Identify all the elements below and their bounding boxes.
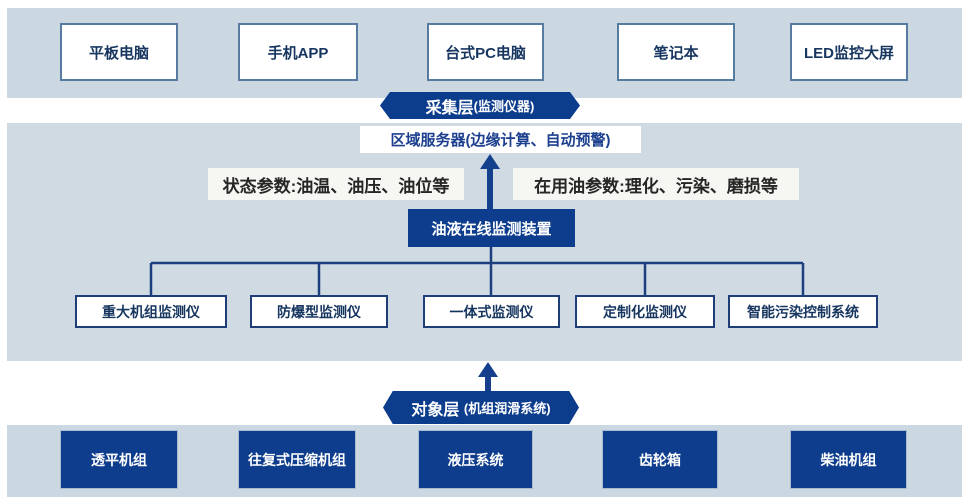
object-layer-badge: 对象层 (机组润滑系统) [383,391,579,424]
object-layer-badge-subtitle: (机组润滑系统) [463,401,551,416]
instrument-integrated-monitor: 一体式监测仪 [423,295,560,328]
instrument-major-unit-monitor: 重大机组监测仪 [75,295,227,328]
regional-server-label: 区域服务器(边缘计算、自动预警) [360,126,641,153]
instrument-pollution-control-system: 智能污染控制系统 [728,295,878,328]
object-gearbox: 齿轮箱 [602,430,718,489]
object-layer-badge-title: 对象层 [411,401,460,419]
up-arrow-icon [480,154,500,169]
terminal-led-screen: LED监控大屏 [790,23,908,81]
status-parameters-label: 状态参数:油温、油压、油位等 [208,168,464,200]
object-up-arrow-shaft [485,375,491,392]
terminal-mobile-app: 手机APP [238,23,358,81]
object-up-arrow-icon [478,362,498,377]
object-diesel-unit: 柴油机组 [790,430,907,489]
instrument-customized-monitor: 定制化监测仪 [575,295,715,328]
instrument-explosion-proof-monitor: 防爆型监测仪 [250,295,388,328]
collection-layer-badge: 采集层(监测仪器) [380,92,580,119]
terminal-laptop: 笔记本 [617,23,735,81]
terminal-tablet: 平板电脑 [60,23,178,81]
object-turbine-unit: 透平机组 [60,430,178,489]
collection-layer-badge-title: 采集层 [425,99,474,117]
oil-monitoring-device: 油液在线监测装置 [408,209,575,247]
object-hydraulic-system: 液压系统 [418,430,533,489]
collection-layer-badge-subtitle: (监测仪器) [473,99,535,114]
up-arrow-shaft [487,167,493,214]
terminal-desktop-pc: 台式PC电脑 [427,23,544,81]
object-reciprocating-compressor: 往复式压缩机组 [238,430,356,489]
oil-parameters-label: 在用油参数:理化、污染、磨损等 [513,168,799,200]
